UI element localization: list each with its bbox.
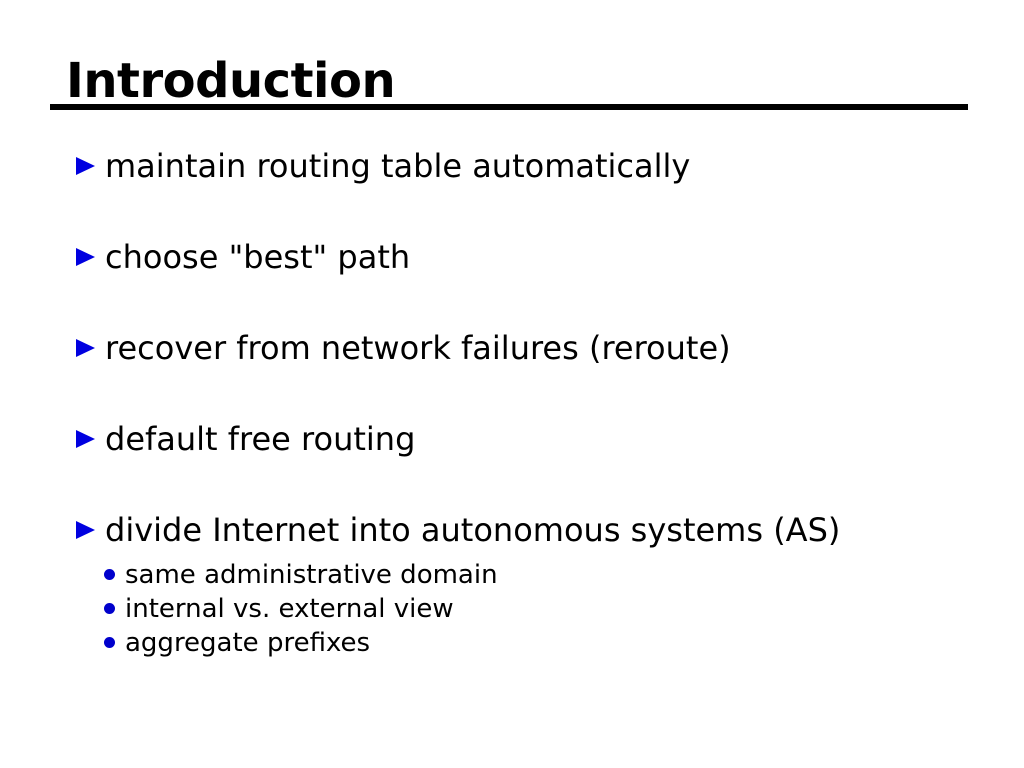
bullet-item: maintain routing table automatically [76,147,690,185]
bullet-label: maintain routing table automatically [105,147,691,185]
sub-bullet-item: internal vs. external view [104,594,454,624]
sub-bullet-item: same administrative domain [104,560,498,590]
bullet-label: choose "best" path [105,238,411,276]
triangle-bullet-icon [76,339,95,357]
bullet-item: divide Internet into autonomous systems … [76,511,840,549]
dot-bullet-icon [104,603,115,614]
triangle-bullet-icon [76,248,95,266]
dot-bullet-icon [104,569,115,580]
sub-bullet-label: same administrative domain [125,560,498,590]
bullet-label: divide Internet into autonomous systems … [105,511,841,549]
dot-bullet-icon [104,637,115,648]
sub-bullet-label: aggregate prefixes [125,628,371,658]
triangle-bullet-icon [76,157,95,175]
title-underline [50,104,968,110]
slide-title: Introduction [66,53,396,109]
bullet-item: choose "best" path [76,238,410,276]
sub-bullet-item: aggregate prefixes [104,628,370,658]
bullet-label: default free routing [105,420,416,458]
triangle-bullet-icon [76,430,95,448]
bullet-item: default free routing [76,420,415,458]
bullet-label: recover from network failures (reroute) [105,329,731,367]
sub-bullet-label: internal vs. external view [125,594,454,624]
bullet-item: recover from network failures (reroute) [76,329,731,367]
triangle-bullet-icon [76,521,95,539]
